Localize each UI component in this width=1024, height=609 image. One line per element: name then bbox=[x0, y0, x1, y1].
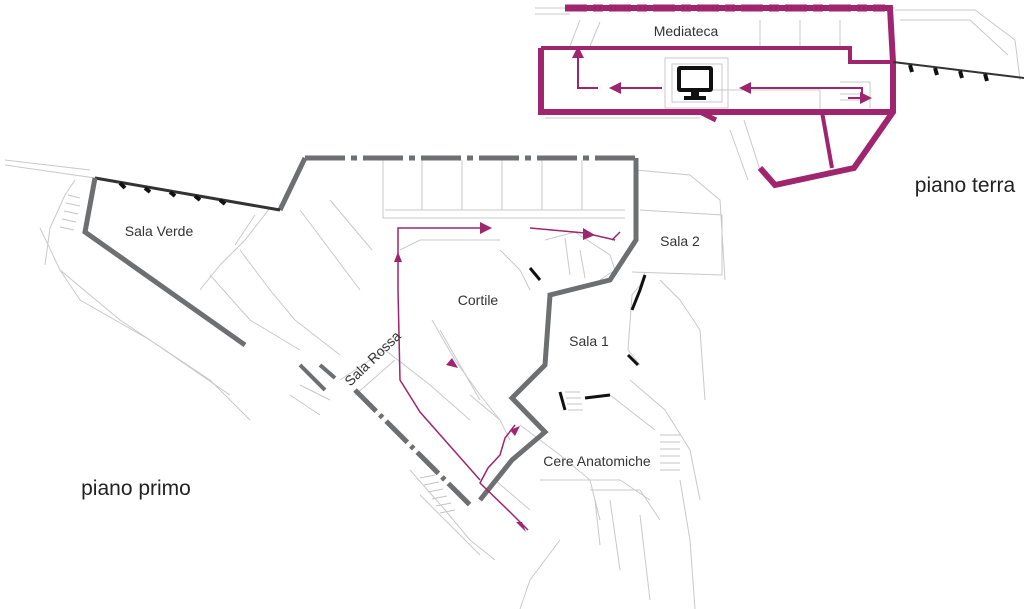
monitor-icon bbox=[677, 66, 713, 100]
ground-floor-context-lines bbox=[535, 7, 1021, 181]
ground-floor-plan: Mediateca bbox=[535, 4, 1024, 189]
room-label-cortile: Cortile bbox=[458, 292, 499, 308]
room-label-cere-anatomiche: Cere Anatomiche bbox=[543, 453, 651, 469]
first-floor-plan: Sala Verde Cortile Sala 2 Sala 1 Cere An… bbox=[4, 155, 726, 609]
first-floor-route bbox=[397, 227, 621, 531]
first-floor-walls bbox=[82, 155, 639, 507]
arrow-icon bbox=[516, 522, 526, 532]
arrow-icon bbox=[394, 252, 402, 262]
stairs-sala1 bbox=[565, 391, 583, 411]
floor-label-first: piano primo bbox=[81, 477, 191, 500]
ground-floor-route bbox=[572, 46, 872, 104]
room-label-mediateca: Mediateca bbox=[654, 23, 719, 39]
arrow-icon bbox=[480, 222, 492, 234]
arrow-icon bbox=[583, 228, 595, 240]
ground-floor-walls bbox=[538, 4, 1024, 189]
stairs-west bbox=[59, 194, 81, 231]
first-floor-context-lines bbox=[4, 159, 726, 609]
room-label-sala-2: Sala 2 bbox=[660, 233, 700, 249]
arrow-icon bbox=[446, 358, 458, 368]
route-arrows bbox=[394, 222, 595, 532]
sala-1-walls bbox=[528, 267, 647, 411]
arrow-icon bbox=[510, 426, 520, 436]
room-label-sala-1: Sala 1 bbox=[569, 333, 609, 349]
floor-label-ground: piano terra bbox=[915, 174, 1016, 197]
stairs-east bbox=[660, 434, 680, 471]
stairs-south bbox=[419, 474, 456, 514]
room-label-sala-verde: Sala Verde bbox=[125, 223, 194, 239]
